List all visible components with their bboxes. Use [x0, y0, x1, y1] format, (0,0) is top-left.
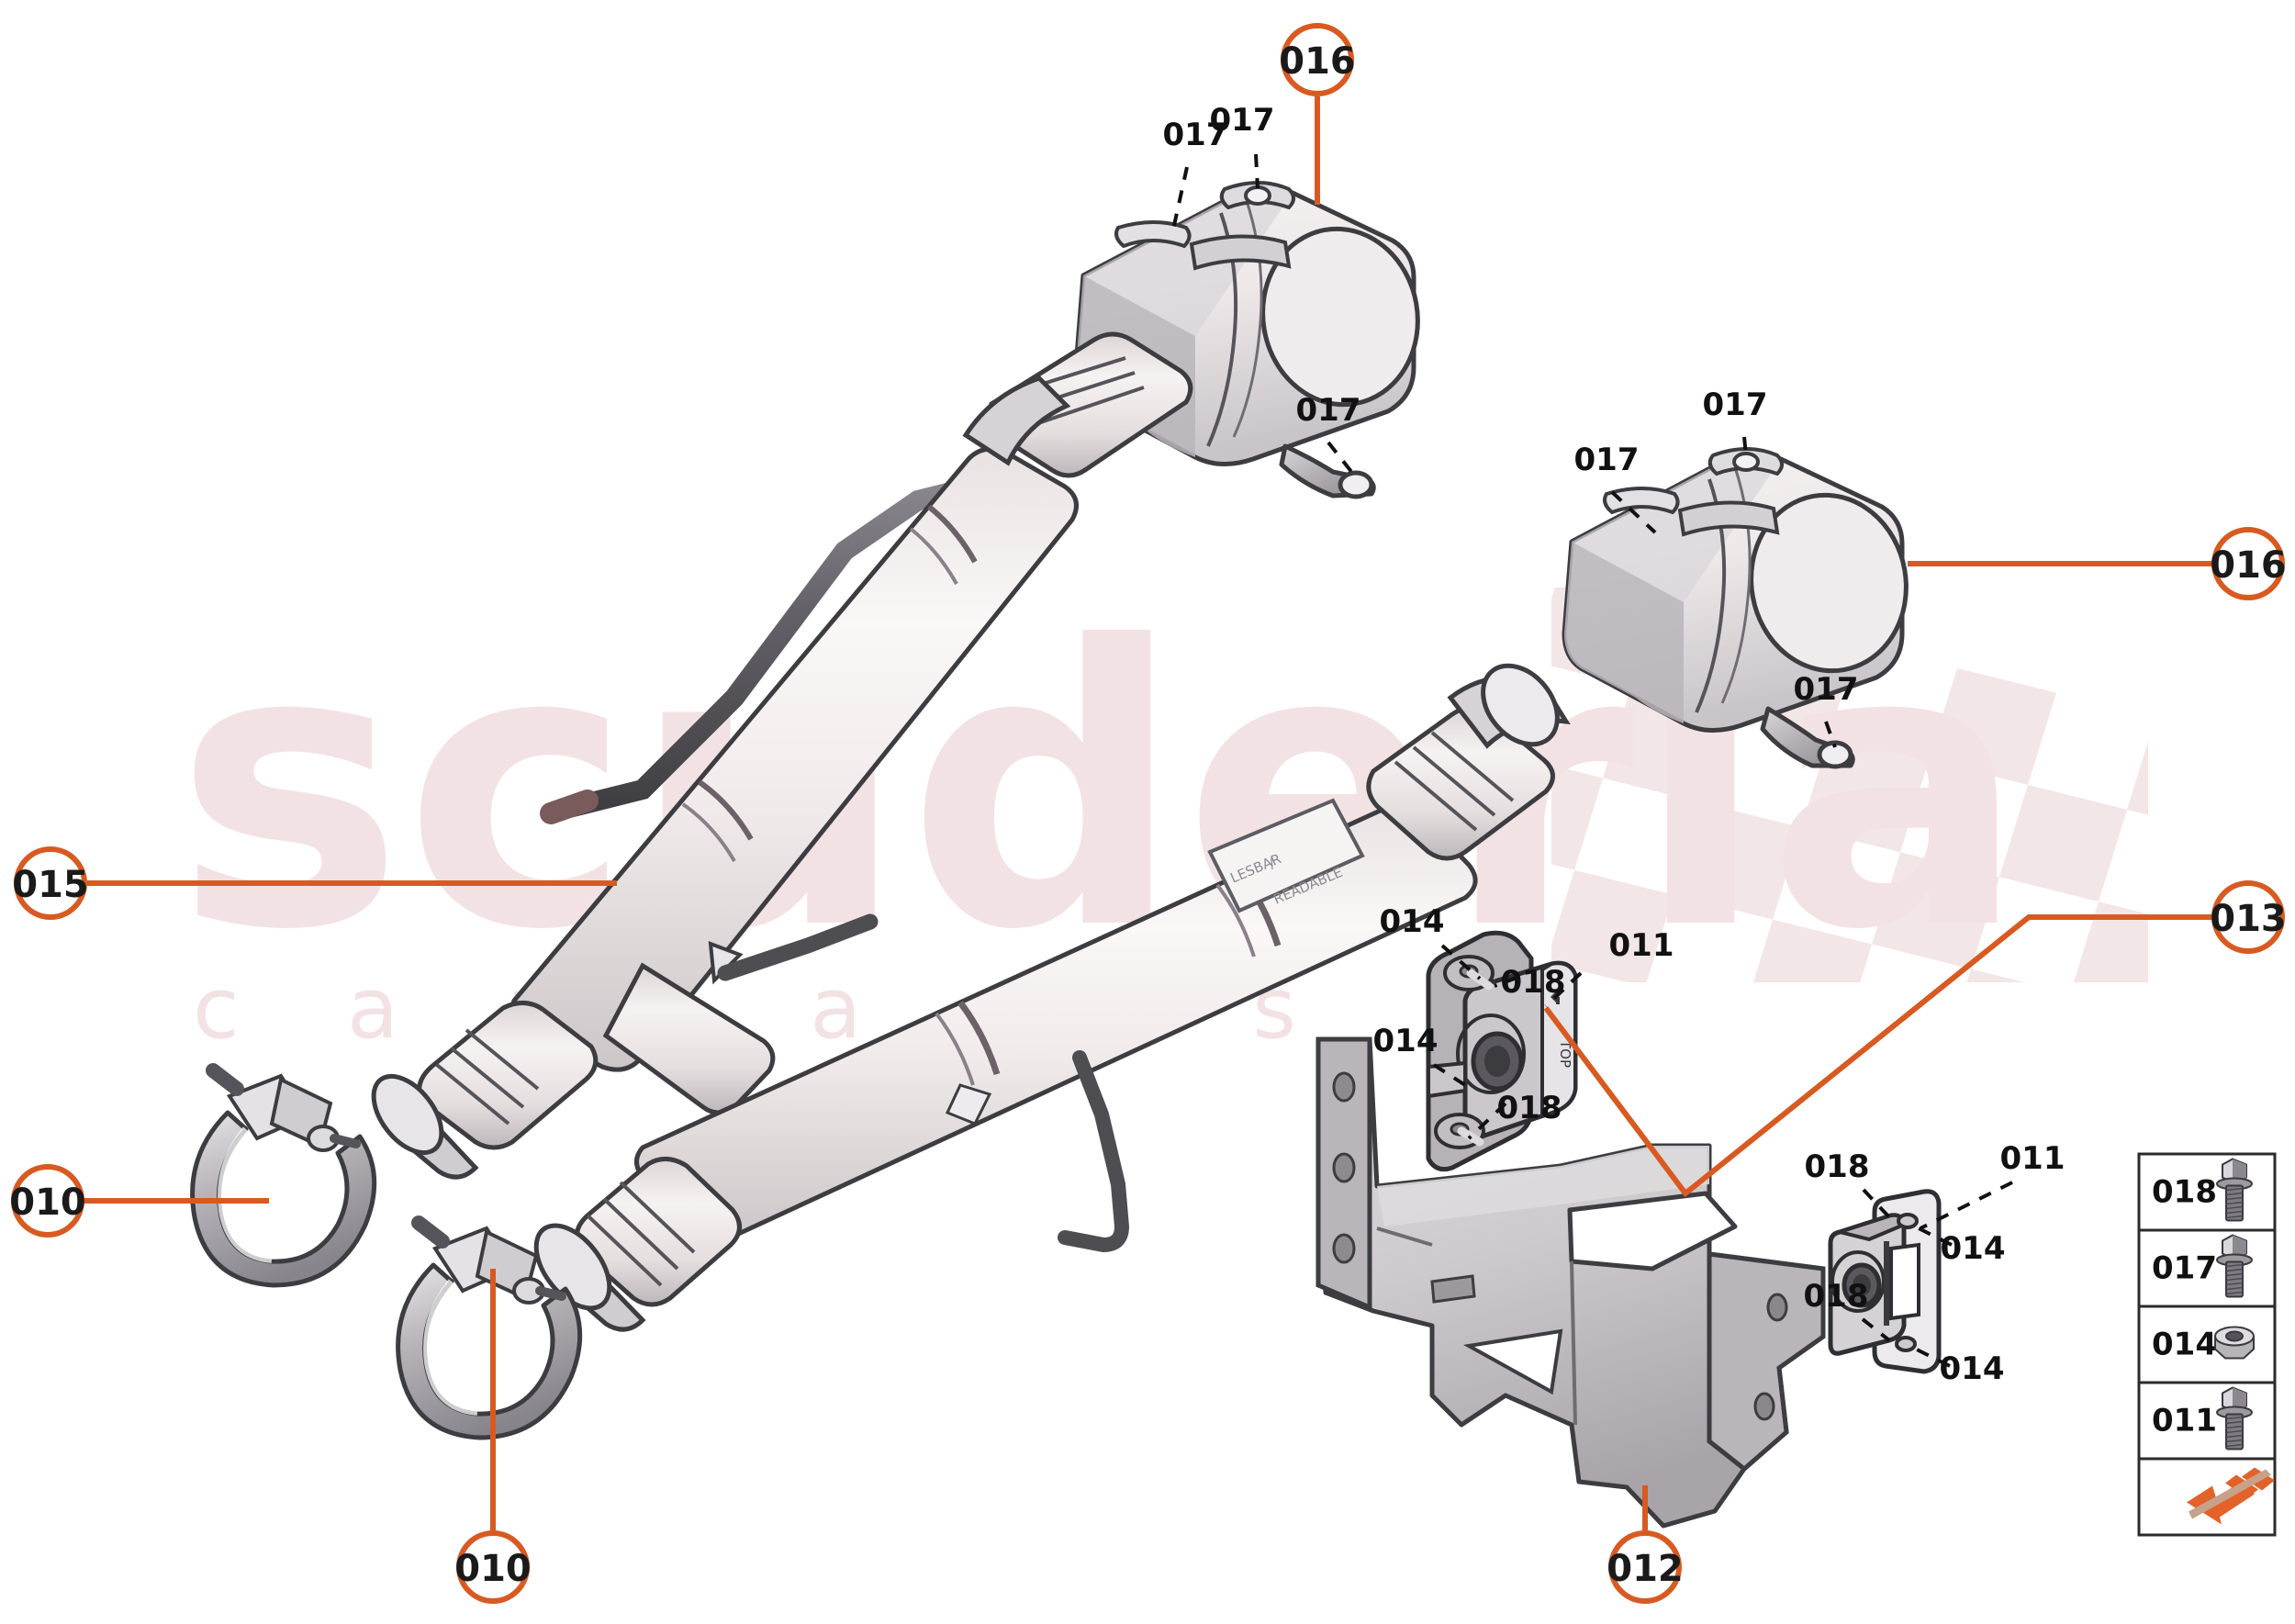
callout-016-top-number: 016 [1279, 40, 1356, 83]
tag-017-b: 017 [1210, 102, 1275, 139]
callout-015-number: 015 [12, 864, 89, 906]
leader-013 [1543, 914, 2211, 1198]
tag-017-c-text: 017 [1296, 392, 1361, 429]
tag-018-d: 018 [1804, 1278, 1869, 1315]
legend-row-arrow[interactable] [2137, 1457, 2277, 1537]
callout-010-left-number: 010 [9, 1182, 86, 1224]
tag-018-b: 018 [1497, 1090, 1562, 1126]
callout-016-right[interactable]: 016 [2210, 527, 2287, 600]
tag-017-c: 017 [1296, 392, 1361, 429]
tag-014-b-text: 014 [1373, 1023, 1439, 1059]
center-silencer-assembly: LESBAR / READABLE [533, 663, 1571, 1332]
legend-row-017[interactable]: 017 [2137, 1228, 2277, 1308]
callout-016-right-ring [2211, 527, 2285, 600]
tag-017-b-text: 017 [1210, 102, 1275, 139]
catalytic-converter-assembly [371, 331, 1193, 1180]
legend-number: 018 [2152, 1174, 2217, 1211]
tag-014-d: 014 [1940, 1350, 2005, 1387]
callout-012-ring [1608, 1530, 1682, 1604]
flange-bolt-icon [2216, 1158, 2253, 1222]
callout-group: 016 016 015 013 010 010 012 [9, 23, 2287, 1604]
tag-014-d-text: 014 [1940, 1350, 2005, 1387]
callout-015-ring [14, 846, 87, 920]
tag-014-a-text: 014 [1380, 903, 1445, 940]
flange-bolt-icon [2216, 1234, 2253, 1298]
callout-016-top-ring [1281, 23, 1354, 96]
rubber-mount-lower [1828, 1189, 1942, 1374]
callout-013[interactable]: 013 [2210, 880, 2287, 954]
legend-row-014[interactable]: 014 [2137, 1305, 2277, 1384]
flange-nut-icon [2214, 1326, 2255, 1360]
tag-018-a-text: 018 [1501, 964, 1566, 1001]
mounting-bracket [1315, 1036, 1826, 1529]
callout-016-right-number: 016 [2210, 544, 2287, 587]
tag-017-d-text: 017 [1574, 442, 1640, 478]
tag-014-c: 014 [1941, 1230, 2006, 1267]
callout-013-number: 013 [2210, 898, 2287, 940]
tag-017-e-text: 017 [1703, 386, 1768, 423]
callout-016-top[interactable]: 016 [1279, 23, 1356, 96]
tag-leaders [1171, 153, 2013, 1368]
tag-017-f: 017 [1794, 671, 1859, 708]
tag-017-f-text: 017 [1794, 671, 1859, 708]
callout-012[interactable]: 012 [1606, 1530, 1684, 1604]
legend-number: 014 [2152, 1327, 2217, 1363]
callout-010-bottom-number: 010 [454, 1548, 532, 1590]
tag-018-c-text: 018 [1805, 1148, 1870, 1185]
flange-bolt-icon [2216, 1386, 2253, 1450]
tag-011-a: 011 [1609, 927, 1674, 964]
tag-014-b: 014 [1373, 1023, 1439, 1059]
callout-015[interactable]: 015 [12, 846, 89, 920]
callout-013-ring [2211, 880, 2285, 954]
legend-row-018[interactable]: 018 [2137, 1152, 2277, 1232]
tag-018-a: 018 [1501, 964, 1566, 1001]
tag-018-c: 018 [1805, 1148, 1870, 1185]
callout-010-left-ring [11, 1164, 84, 1238]
tag-017-d: 017 [1574, 442, 1640, 478]
exhaust-clamp-upper [190, 1063, 377, 1288]
legend-cell [2137, 1228, 2277, 1308]
tag-017-a-text: 017 [1163, 117, 1228, 153]
mount-top-marking: TOP [1557, 1039, 1573, 1068]
tag-017-a: 017 [1163, 117, 1228, 153]
callout-010-bottom-ring [456, 1530, 530, 1604]
legend-row-011[interactable]: 011 [2137, 1381, 2277, 1461]
checkered-flag-icon [1551, 588, 2148, 982]
tag-011-b-text: 011 [2000, 1140, 2066, 1177]
tag-014-a: 014 [1380, 903, 1445, 940]
hardware-legend: 018 017 014 011 [2137, 1152, 2277, 1537]
legend-number: 011 [2152, 1403, 2217, 1439]
tag-011-b: 011 [2000, 1140, 2066, 1177]
legend-cell [2137, 1152, 2277, 1232]
callout-010-left[interactable]: 010 [9, 1164, 86, 1238]
tag-011-a-text: 011 [1609, 927, 1674, 964]
tag-018-d-text: 018 [1804, 1278, 1869, 1315]
tag-017-e: 017 [1703, 386, 1768, 423]
callout-010-bottom[interactable]: 010 [454, 1530, 532, 1604]
muffler-right [1562, 447, 1909, 769]
tag-018-b-text: 018 [1497, 1090, 1562, 1126]
legend-number: 017 [2152, 1250, 2217, 1287]
orange-arrow-icon [2187, 1467, 2275, 1525]
callout-012-number: 012 [1606, 1548, 1684, 1590]
tag-014-c-text: 014 [1941, 1230, 2006, 1267]
